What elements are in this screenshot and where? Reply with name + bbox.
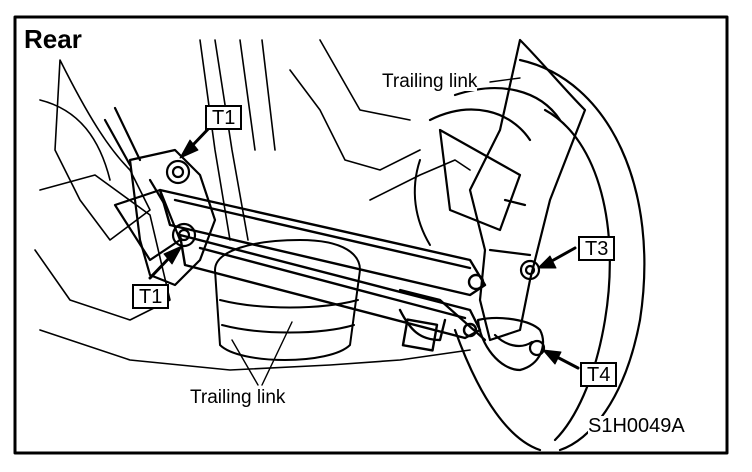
trailing-link-upper-label: Trailing link xyxy=(382,71,478,92)
t3-arrowhead xyxy=(537,255,557,269)
trailing-link-lower-label: Trailing link xyxy=(190,387,286,408)
torque-tag-t1-upper: T1 xyxy=(205,105,243,130)
t4-arrow-shaft xyxy=(553,354,580,370)
torque-tag-t3: T3 xyxy=(578,236,616,261)
front-bracket xyxy=(103,106,217,287)
torque-tag-t1-lower: T1 xyxy=(132,284,170,309)
hub-carrier xyxy=(398,38,587,372)
torque-tag-t4: T4 xyxy=(580,362,618,387)
pointer-arrows xyxy=(148,123,580,370)
t1-upper-arrowhead xyxy=(179,139,199,159)
leader-lines xyxy=(231,77,521,386)
trailing-link-lower-leader-a xyxy=(231,339,259,386)
figure-frame xyxy=(13,15,729,455)
t3-arrow-shaft xyxy=(548,246,577,264)
trailing-link-lower-leader-b xyxy=(261,321,293,386)
trailing-link-upper-arm xyxy=(158,188,487,297)
background-body xyxy=(34,39,471,371)
figure-title: Rear xyxy=(24,24,82,54)
trailing-link-lower-arm xyxy=(178,233,482,352)
figure-code: S1H0049A xyxy=(588,415,685,437)
t4-arrowhead xyxy=(542,349,562,365)
trailing-link-upper-leader xyxy=(489,77,521,83)
t1-lower-arrowhead xyxy=(163,245,183,265)
